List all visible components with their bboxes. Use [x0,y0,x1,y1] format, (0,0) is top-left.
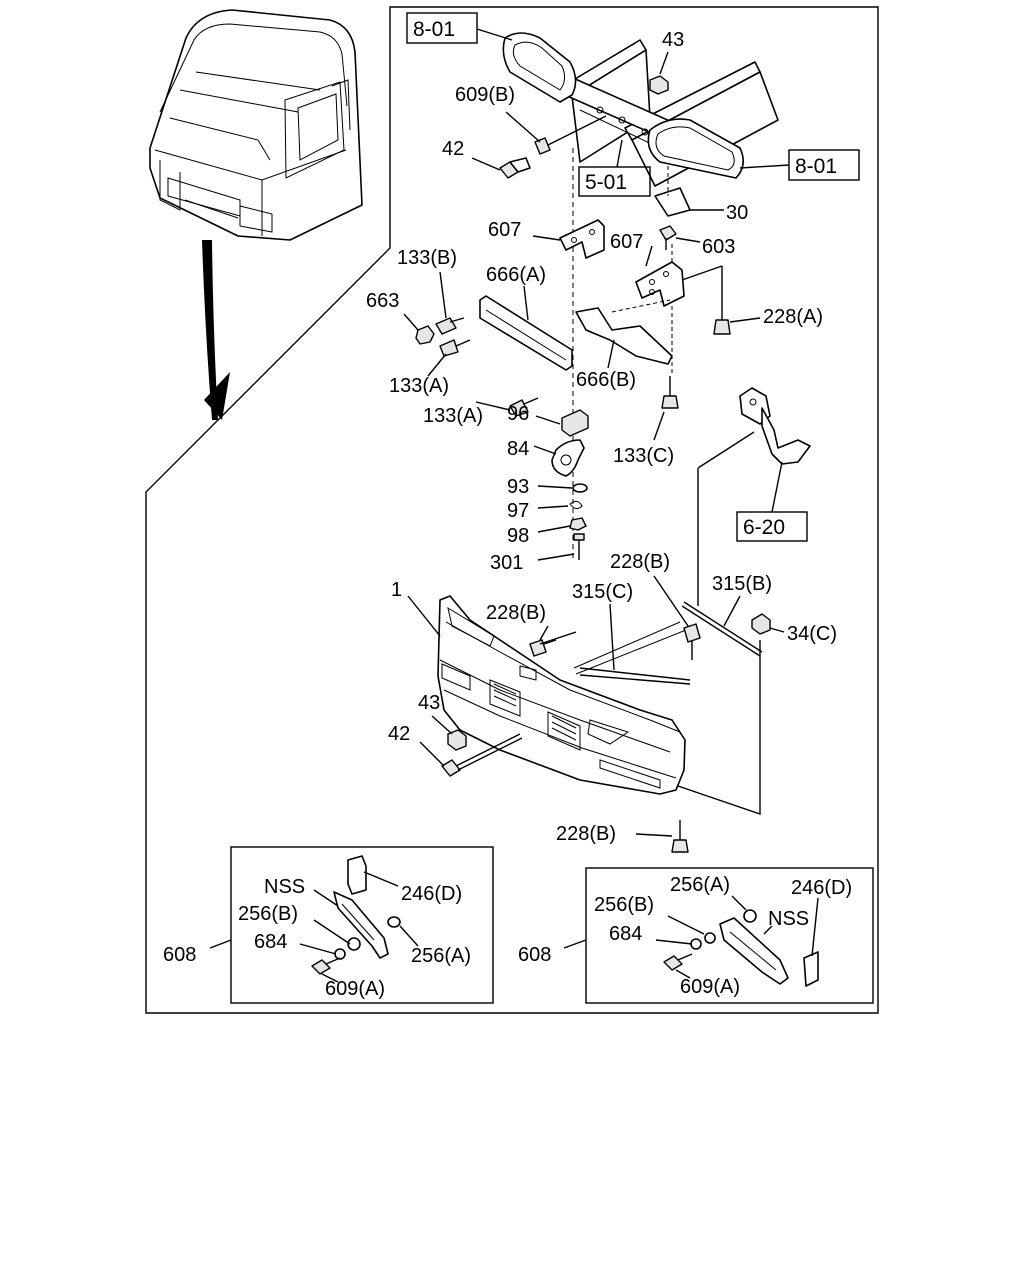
label-43-top: 43 [662,29,684,51]
inset-right-256b: 256(B) [594,894,654,916]
nut-43-top [649,75,669,95]
label-603: 603 [702,236,735,258]
bolt-133b [435,317,465,335]
label-228a: 228(A) [763,306,823,328]
label-30: 30 [726,202,748,224]
bracket-607-left [559,219,605,259]
label-607-b: 607 [610,231,643,253]
label-315c: 315(C) [572,581,633,603]
inset-right-frame [585,867,874,1004]
inset-left-246d: 246(D) [401,883,462,905]
callout-arrow [202,240,218,420]
inset-right-608: 608 [518,944,551,966]
bolt-609b [534,115,607,155]
plate-666a [479,295,573,371]
bolt-133a-upper [439,339,471,357]
ref-frame-left: 8-01 [413,18,455,41]
tow-hook-84 [551,439,585,477]
label-133c: 133(C) [613,445,674,467]
inset-left-256a: 256(A) [411,945,471,967]
label-666b: 666(B) [576,369,636,391]
bracket-30 [654,187,691,217]
bolt-603 [659,225,677,250]
label-315b: 315(B) [712,573,772,595]
inset-right-parts [663,909,819,987]
clip-97 [569,500,583,510]
bolt-42-top [499,157,531,179]
inset-right-nss: NSS [768,908,809,930]
ref-box-bracket [736,511,808,542]
frame-end-pad-right [647,118,744,179]
label-42-top: 42 [442,138,464,160]
ref-box-frame-left [406,12,478,44]
label-42-bottom: 42 [388,723,410,745]
inset-right-256a: 256(A) [670,874,730,896]
inset-right-609a: 609(A) [680,976,740,998]
label-133b: 133(B) [397,247,457,269]
clamp-96 [561,409,589,437]
front-bumper-1 [437,595,686,795]
truck-cab-illustration [149,9,363,241]
label-93: 93 [507,476,529,498]
bolt-228b-mid [683,623,701,660]
label-228b-1: 228(B) [610,551,670,573]
inset-right-684: 684 [609,923,642,945]
stay-315b [681,601,763,657]
nut-43-bottom [447,729,467,751]
nut-98 [569,517,587,531]
label-84: 84 [507,438,529,460]
washer-93 [572,483,588,493]
bracket-607-right [635,261,685,307]
inset-right-246d: 246(D) [791,877,852,899]
label-98: 98 [507,525,529,547]
bolt-133a-lower [509,397,539,417]
inset-left-608: 608 [163,944,196,966]
inset-left-frame [230,846,494,1004]
label-228b-2: 228(B) [486,602,546,624]
callout-arrow-head [204,372,230,420]
plate-666b [575,307,673,365]
label-133a-2: 133(A) [423,405,483,427]
label-301: 301 [490,552,523,574]
label-43-bottom: 43 [418,692,440,714]
label-609b: 609(B) [455,84,515,106]
inset-left-684: 684 [254,931,287,953]
ref-chassis: 5-01 [585,171,627,194]
bolt-133c [661,376,679,409]
label-1: 1 [391,579,402,601]
bolt-42-bottom [441,733,523,777]
bolt-228a [713,310,731,335]
diagram-frame [145,6,879,1014]
ref-frame-right: 8-01 [795,155,837,178]
label-133a-1: 133(A) [389,375,449,397]
bolt-301 [573,533,585,560]
inset-left-nss: NSS [264,876,305,898]
label-666a: 666(A) [486,264,546,286]
label-228b-3: 228(B) [556,823,616,845]
nut-34c [751,613,771,635]
stay-315c [573,621,691,685]
nut-663 [415,325,435,345]
label-663: 663 [366,290,399,312]
label-607-a: 607 [488,219,521,241]
inset-left-609a: 609(A) [325,978,385,1000]
ref-bracket: 6-20 [743,516,785,539]
label-97: 97 [507,500,529,522]
inset-left-256b: 256(B) [238,903,298,925]
bolt-228b-bottom [671,820,689,853]
label-96: 96 [507,403,529,425]
bracket-6-20 [739,387,811,465]
ref-box-chassis [578,166,651,197]
inset-left-parts [311,855,401,975]
label-34c: 34(C) [787,623,837,645]
frame-end-pad-left [502,32,577,103]
